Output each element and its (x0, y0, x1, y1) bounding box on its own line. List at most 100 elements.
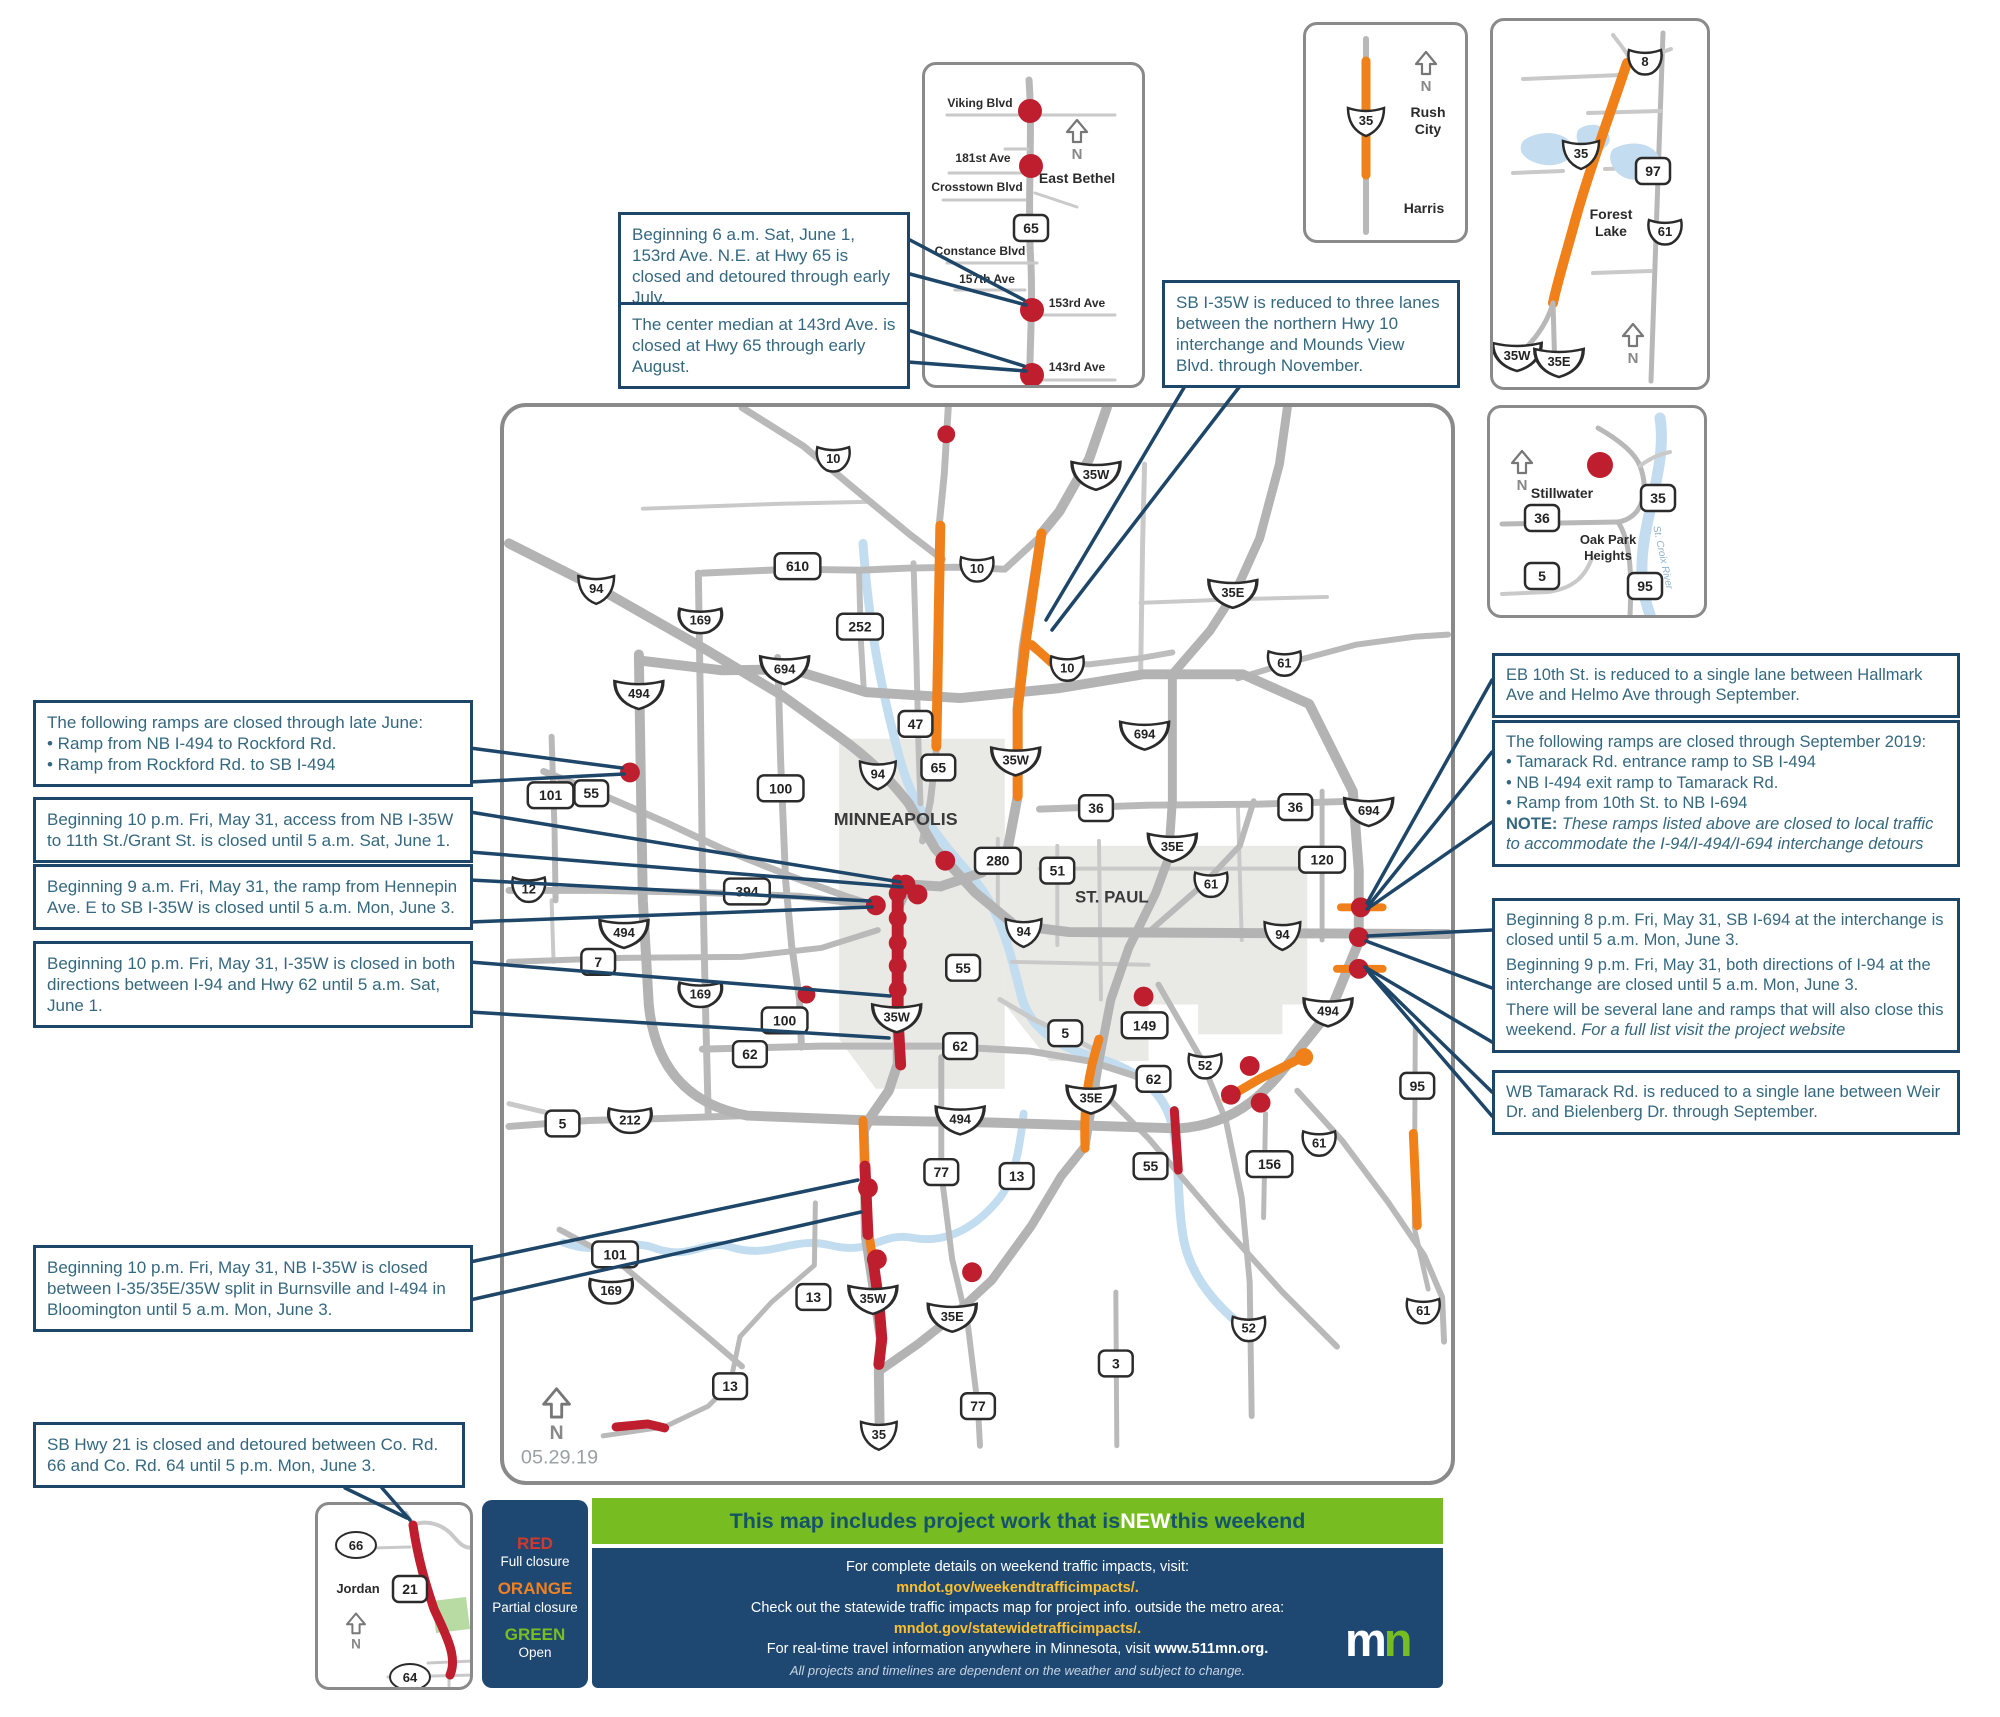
closure-dot (1348, 958, 1369, 979)
mndot-logo-m: m (1345, 1613, 1387, 1666)
map-label: 05.29.19 (521, 1447, 598, 1469)
map-label: Harris (1404, 200, 1445, 216)
road-segment (411, 1520, 470, 1550)
route-number: 5 (559, 1115, 567, 1131)
new-this-weekend-banner: This map includes project work that is N… (592, 1498, 1443, 1544)
route-shield-95: 95 (1399, 1071, 1436, 1100)
callout-nb-i35w-burnsville: Beginning 10 p.m. Fri, May 31, NB I-35W … (33, 1245, 473, 1333)
route-number: 212 (619, 1112, 640, 1127)
road-segment (505, 927, 881, 965)
route-number: 97 (1645, 163, 1661, 179)
closure-dot (962, 1262, 982, 1283)
legend-red-label: RED (517, 1533, 553, 1553)
legend-green-desc: Open (518, 1645, 552, 1661)
route-number: 7 (594, 954, 602, 970)
road-segment (1096, 838, 1103, 1002)
route-number: 61 (1312, 1135, 1326, 1150)
route-number: 52 (1242, 1321, 1256, 1336)
footer-line-3-text: For real-time travel information anywher… (766, 1641, 1155, 1658)
route-number: 100 (773, 1012, 796, 1028)
route-number: 94 (589, 581, 604, 596)
full-closure-segment (611, 1419, 670, 1433)
route-shield-169: 169 (677, 981, 724, 1009)
map-label: Oak Park (1580, 532, 1637, 547)
route-number: 61 (1277, 655, 1291, 670)
road-segment (549, 898, 556, 964)
closure-dot (1239, 1056, 1260, 1076)
route-number: 35 (1359, 113, 1373, 128)
route-shield-61: 61 (1405, 1297, 1441, 1325)
map-area (1198, 989, 1283, 1035)
route-number: 494 (613, 925, 635, 940)
route-number: 36 (1088, 800, 1104, 816)
route-shield-156: 156 (1245, 1150, 1294, 1179)
route-number: 64 (403, 1670, 418, 1685)
route-shield-212: 212 (606, 1106, 653, 1135)
route-shield-3: 3 (1097, 1349, 1134, 1378)
route-number: 35W (1504, 348, 1531, 363)
road-segment (738, 407, 946, 563)
mndot-logo-n: n (1383, 1613, 1413, 1666)
closure-dot (888, 956, 907, 975)
route-shield-10: 10 (815, 445, 851, 473)
interchange-p3: There will be several lane and ramps tha… (1506, 1000, 1946, 1041)
north-arrow-icon: N (1510, 449, 1534, 494)
map-label: Forest (1590, 206, 1633, 222)
route-shield-35E: 35E (1207, 578, 1259, 610)
route-shield-55: 55 (573, 779, 610, 808)
route-shield-149: 149 (1120, 1011, 1169, 1040)
interchange-p3-italic: For a full list visit the project websit… (1581, 1021, 1846, 1040)
interchange-p3-text: There will be several lane and ramps tha… (1506, 1000, 1944, 1040)
route-shield-694: 694 (758, 654, 811, 686)
route-shield-35E: 35E (1533, 347, 1585, 379)
closure-dot (1348, 927, 1369, 947)
footer-disclaimer: All projects and timelines are dependent… (789, 1662, 1246, 1678)
closure-dot (1019, 154, 1043, 178)
route-shield-35W: 35W (989, 745, 1042, 777)
route-number: 10 (970, 561, 984, 576)
route-number: 36 (1288, 799, 1304, 815)
route-shield-62: 62 (1135, 1064, 1172, 1093)
route-shield-61: 61 (1266, 649, 1303, 678)
route-shield-13: 13 (998, 1161, 1035, 1191)
route-number: 694 (774, 661, 796, 676)
route-shield-94: 94 (858, 759, 897, 791)
route-number: 62 (952, 1038, 968, 1054)
route-number: 10 (826, 451, 840, 466)
route-shield-94: 94 (1263, 920, 1302, 952)
route-number: 77 (934, 1164, 950, 1180)
road-segment (1155, 981, 1255, 1419)
route-number: 13 (722, 1378, 738, 1394)
ramps-intro: The following ramps are closed through S… (1506, 733, 1927, 751)
route-number: 8 (1641, 54, 1648, 69)
route-shield-101: 101 (526, 781, 575, 810)
weekend-impacts-link[interactable]: mndot.gov/weekendtrafficimpacts/. (896, 1579, 1139, 1596)
route-shield-10: 10 (959, 555, 995, 583)
road-segment (1521, 73, 1623, 81)
map-label: 143rd Ave (1049, 360, 1106, 374)
statewide-impacts-link[interactable]: mndot.gov/statewidetrafficimpacts/. (893, 1620, 1142, 1637)
route-shield-55: 55 (945, 953, 982, 982)
route-shield-35: 35 (1639, 483, 1677, 513)
closure-dot (888, 980, 907, 999)
route-shield-13: 13 (711, 1372, 749, 1401)
511mn-link[interactable]: www.511mn.org. (1154, 1641, 1269, 1658)
route-number: 35 (1574, 146, 1588, 161)
route-number: 35E (1080, 1091, 1103, 1106)
route-shield-61: 61 (1301, 1129, 1337, 1157)
closure-dot (937, 425, 956, 444)
route-number: 21 (402, 1581, 418, 1597)
closure-dot (858, 1178, 878, 1198)
route-shield-21: 21 (391, 1574, 429, 1604)
footer-line-2: Check out the statewide traffic impacts … (750, 1600, 1285, 1617)
closure-dot (907, 884, 928, 905)
route-number: 35 (872, 1427, 886, 1442)
closure-dot (1250, 1092, 1271, 1113)
route-number: 65 (1023, 220, 1039, 236)
route-number: 13 (1009, 1168, 1025, 1184)
map-area (1004, 845, 1308, 1062)
